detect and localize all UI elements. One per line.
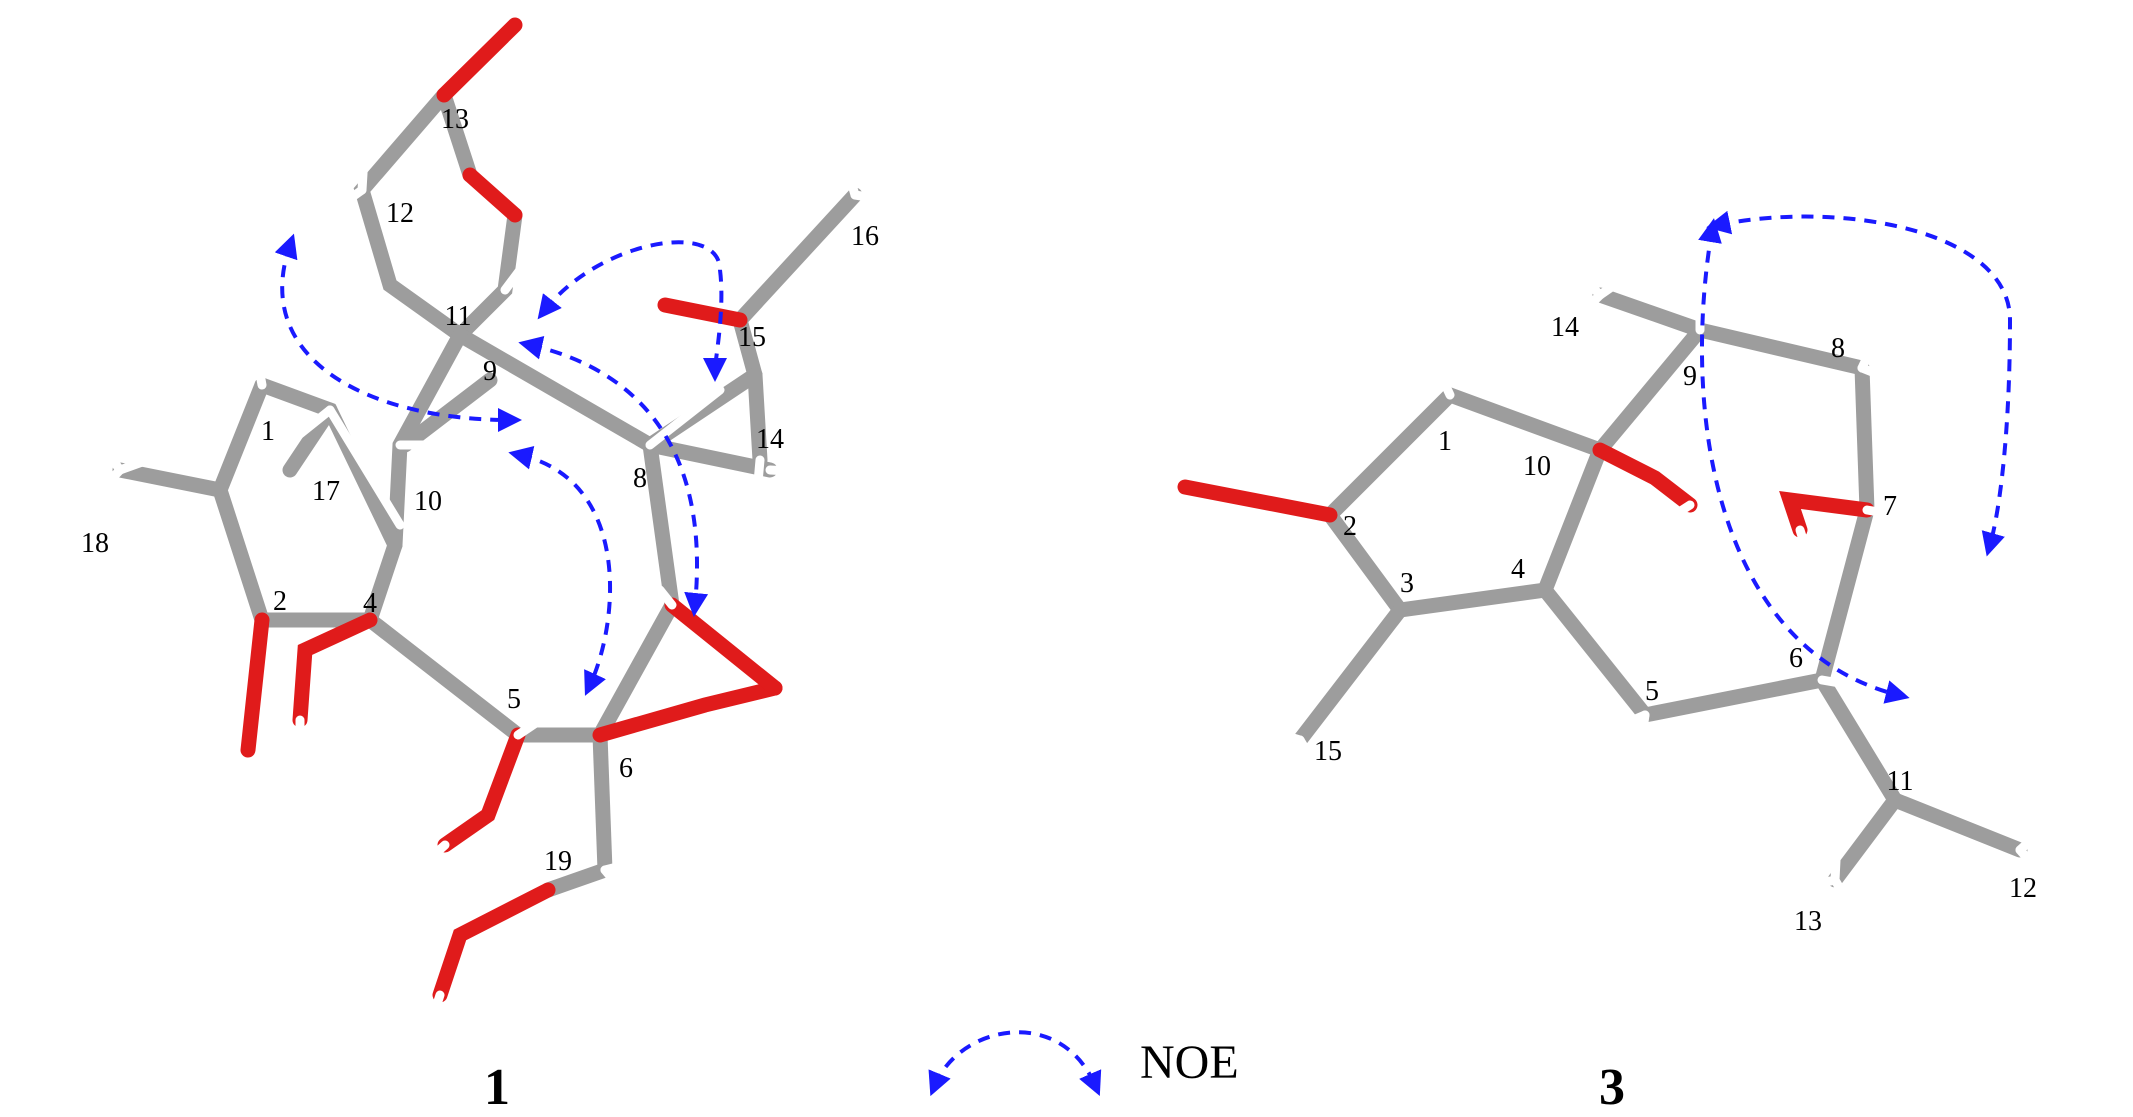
atom-label-2: 2 <box>273 586 287 617</box>
atom-label-4: 4 <box>363 588 377 619</box>
atom-label-10: 10 <box>1523 451 1551 482</box>
atom-label-14: 14 <box>1551 312 1579 343</box>
molecule-1-bonds <box>112 87 863 898</box>
atom-label-5: 5 <box>507 684 521 715</box>
noe-arrow-h10-h5 <box>508 445 613 696</box>
molecule-3-title: 3 <box>1599 1059 1625 1116</box>
atom-label-16: 16 <box>851 221 879 252</box>
molecule-1-model: 13 12 16 11 9 15 1 14 17 10 8 18 2 4 5 6 19 1 <box>20 17 990 1116</box>
atom-label-8: 8 <box>633 463 647 494</box>
atom-label-9: 9 <box>1683 361 1697 392</box>
atom-label-1: 1 <box>1438 426 1452 457</box>
molecule-1-noe-arrows <box>274 233 728 696</box>
atom-label-6: 6 <box>1789 643 1803 674</box>
atom-label-13: 13 <box>1794 906 1822 937</box>
noe-arrow-h9-h7 <box>1706 210 2013 557</box>
atom-label-10: 10 <box>414 486 442 517</box>
atom-label-1: 1 <box>261 416 275 447</box>
atom-label-11: 11 <box>1887 766 1914 797</box>
atom-label-9: 9 <box>483 356 497 387</box>
noe-arrow-h11-h15 <box>537 240 728 382</box>
atom-label-6: 6 <box>619 753 633 784</box>
noe-legend-arrow <box>928 1030 1102 1097</box>
atom-label-11: 11 <box>445 301 472 332</box>
molecule-3-noe-arrows <box>1698 210 2013 704</box>
noe-legend-label: NOE <box>1140 1036 1239 1089</box>
molecule-3-model: 14 9 8 1 10 2 3 4 7 6 5 15 11 12 13 3 <box>1177 187 2105 1116</box>
atom-label-14: 14 <box>756 424 784 455</box>
atom-label-19: 19 <box>544 846 572 877</box>
atom-label-3: 3 <box>1400 568 1414 599</box>
molecule-1-hydrogen-bonds <box>20 85 990 1025</box>
atom-label-13: 13 <box>441 104 469 135</box>
atom-label-15: 15 <box>738 322 766 353</box>
atom-label-5: 5 <box>1645 676 1659 707</box>
atom-label-7: 7 <box>1883 491 1897 522</box>
atom-label-17: 17 <box>312 476 340 507</box>
atom-label-12: 12 <box>2009 873 2037 904</box>
atom-label-4: 4 <box>1511 554 1525 585</box>
atom-label-2: 2 <box>1343 511 1357 542</box>
molecule-3-atom-labels: 14 9 8 1 10 2 3 4 7 6 5 15 11 12 13 <box>1314 312 2037 937</box>
atom-label-18: 18 <box>81 528 109 559</box>
atom-label-15: 15 <box>1314 736 1342 767</box>
noe-arrow-h12-h10 <box>274 233 522 432</box>
noe-legend: NOE <box>928 1030 1239 1097</box>
atom-label-8: 8 <box>1831 333 1845 364</box>
molecule-1-title: 1 <box>484 1059 510 1116</box>
molecule-1-oxygen-bonds <box>240 17 783 1003</box>
noe-arrow-h9-h7 <box>518 335 709 617</box>
atom-label-12: 12 <box>386 198 414 229</box>
